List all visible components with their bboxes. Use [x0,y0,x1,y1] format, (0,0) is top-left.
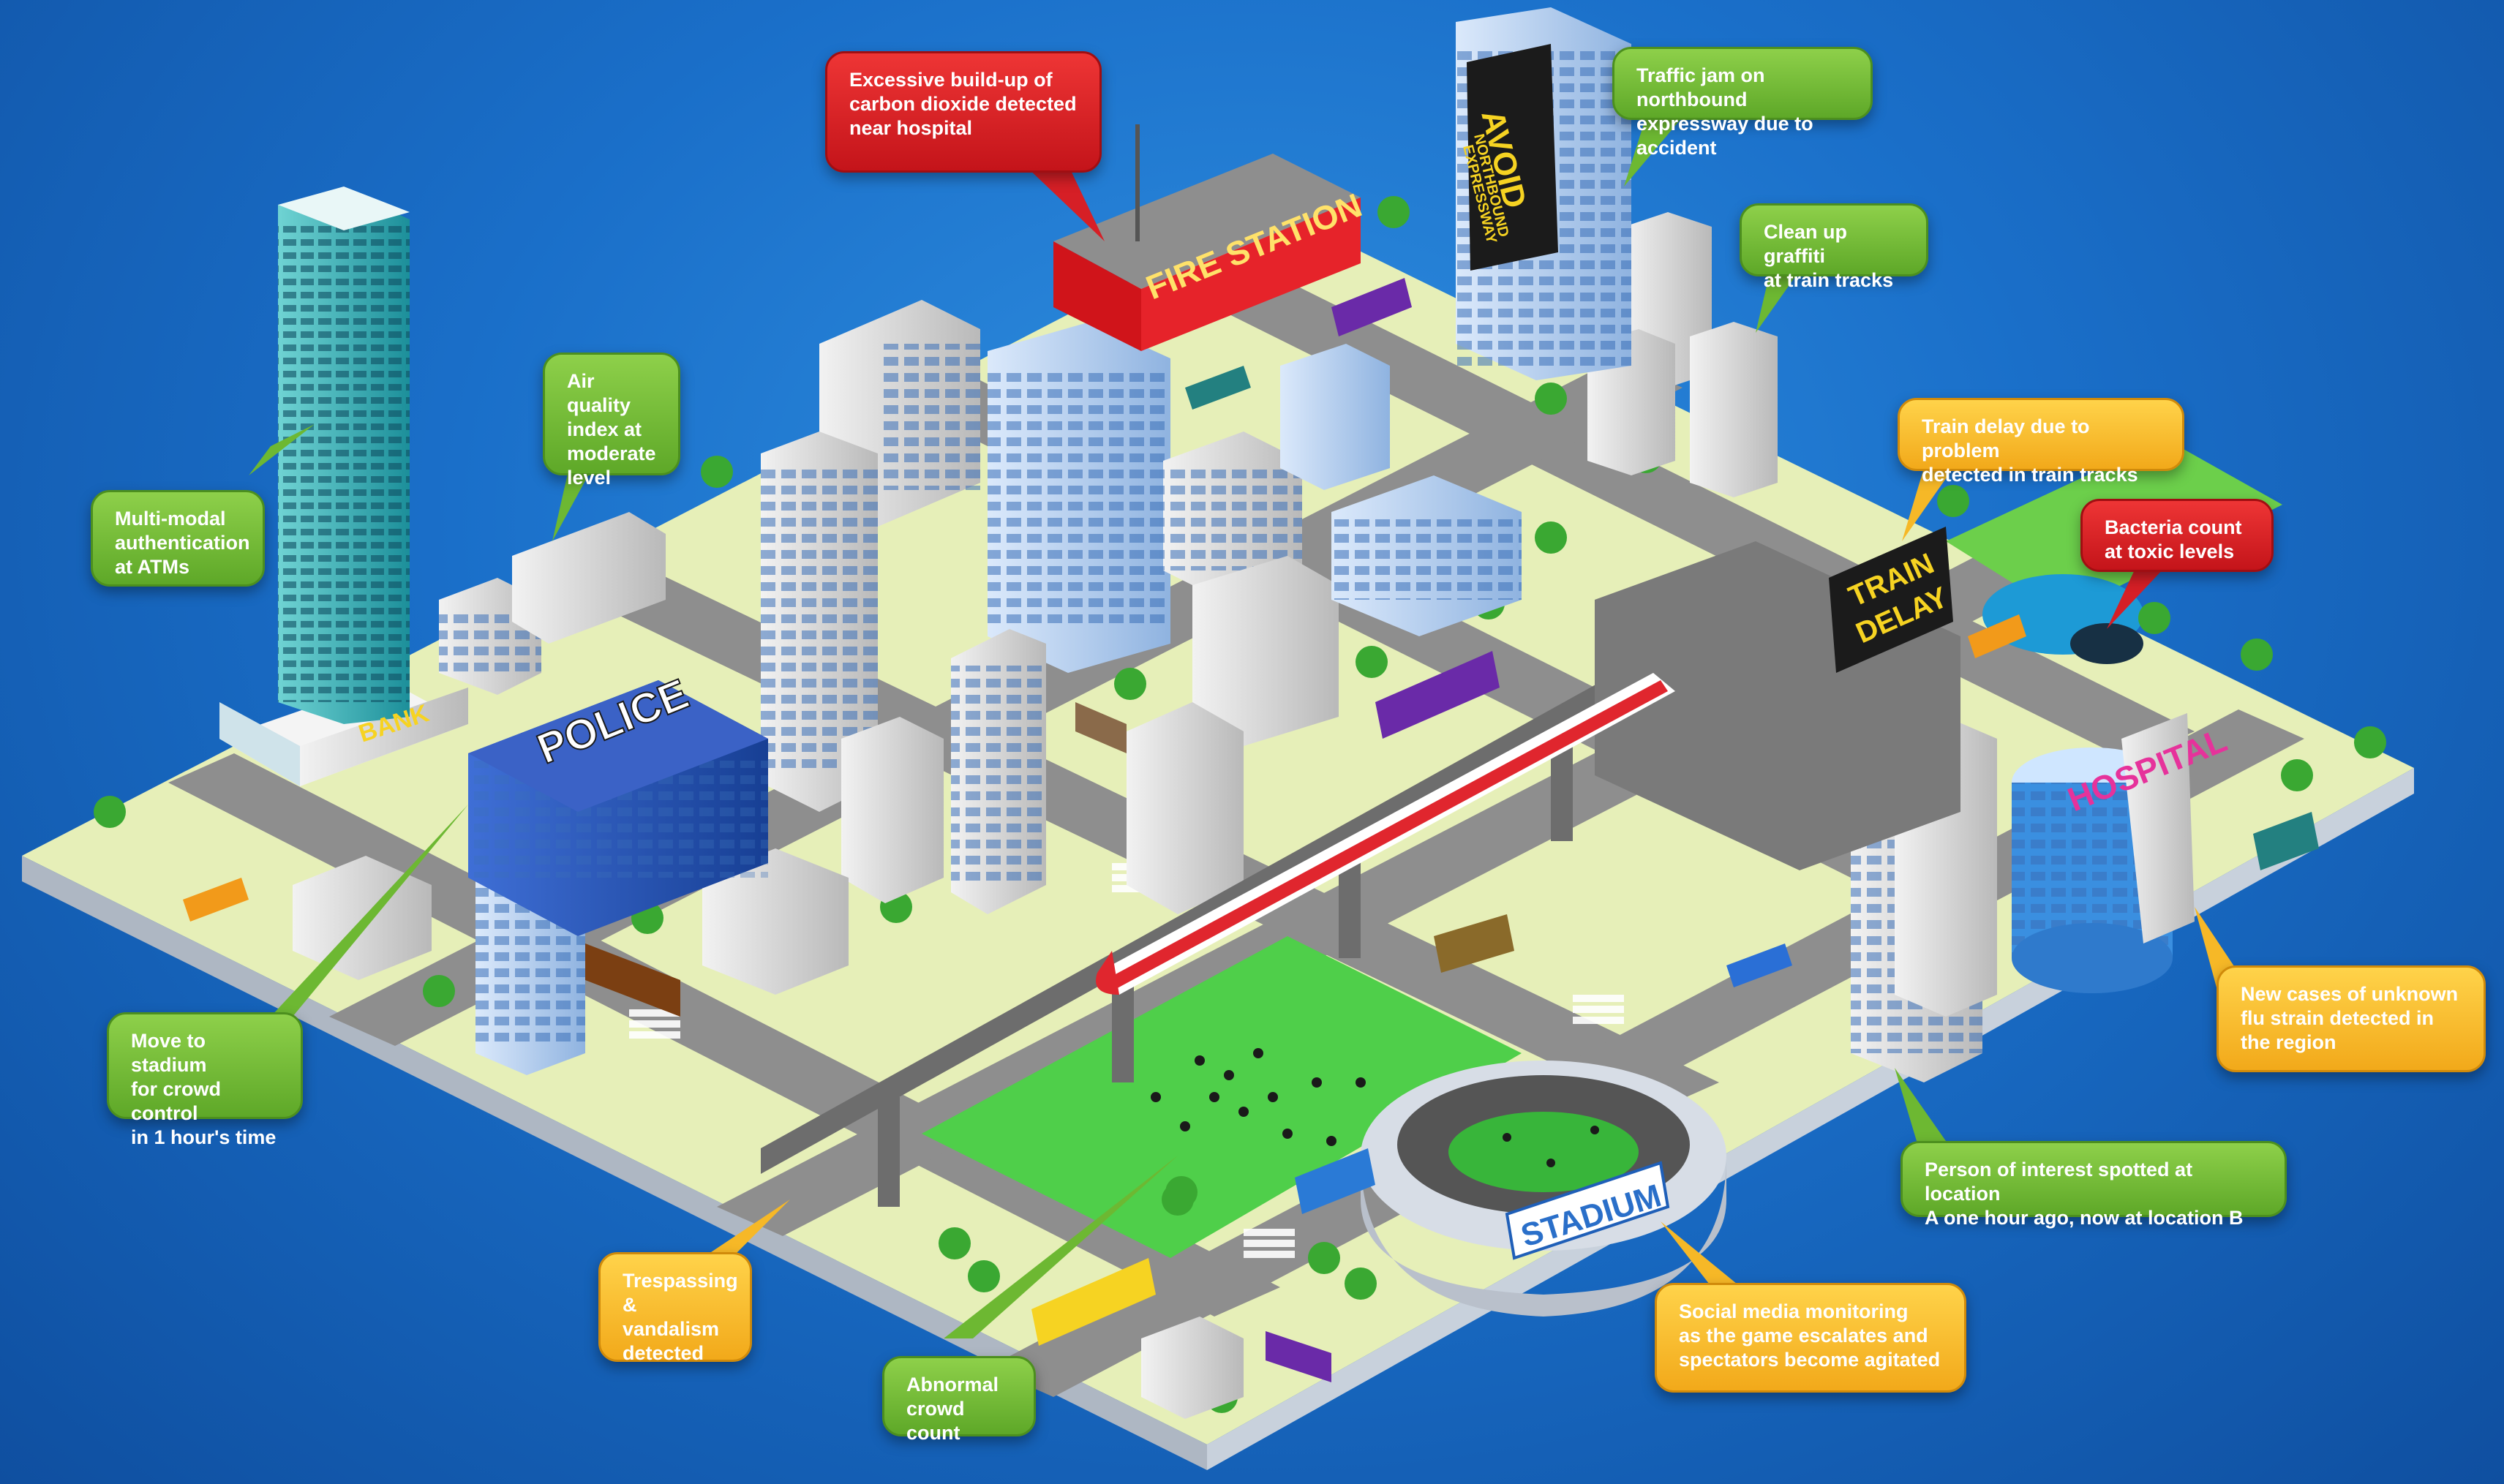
callout-flu: New cases of unknown flu strain detected… [2217,965,2486,1072]
bus-purple [1375,651,1500,739]
callout-social: Social media monitoring as the game esca… [1655,1283,1966,1393]
truck-brown [1075,702,1127,753]
callout-train-delay: Train delay due to problem detected in t… [1898,398,2184,486]
bus-brown [585,943,680,1017]
bank-building: BANK [219,187,468,786]
small-buildings [293,212,1997,1419]
billboard-tower: AVOID NORTHBOUND EXPRESSWAY [1456,7,1631,380]
callout-train-delay-text: Train delay due to problem detected in t… [1922,415,2138,486]
callout-atm-text: Multi-modal authentication at ATMs [115,508,250,578]
callout-co2: Excessive build-up of carbon dioxide det… [825,51,1102,173]
truck-khaki [1434,914,1514,973]
truck-teal [2253,812,2319,870]
bus-yellow [1031,1258,1156,1346]
callout-social-text: Social media monitoring as the game esca… [1679,1300,1941,1371]
car-orange [183,878,249,922]
van-purple-top [1331,278,1412,336]
callout-stadium-move: Move to stadium for crowd control in 1 h… [107,1012,303,1148]
callout-pointers [249,117,2238,1338]
car-orange-lake [1968,614,2026,658]
callout-air-quality-text: Air quality index at moderate level [567,370,656,489]
callout-air-quality: Air quality index at moderate level [543,353,680,489]
callout-graffiti-text: Clean up graffiti at train tracks [1764,221,1894,291]
callout-person-text: Person of interest spotted at location A… [1925,1159,2244,1229]
callout-stadium-move-text: Move to stadium for crowd control in 1 h… [131,1030,277,1148]
callout-flu-text: New cases of unknown flu strain detected… [2241,983,2459,1053]
callout-bacteria: Bacteria count at toxic levels [2080,499,2274,572]
fire-station-building: FIRE STATION [1053,124,1367,351]
toxic-spill [2070,623,2143,664]
vehicles [183,278,2319,1382]
callout-trespass: Trespassing & vandalism detected [598,1252,752,1364]
callout-crowd-text: Abnormal crowd count [906,1374,999,1444]
truck-blue [1295,1148,1375,1214]
car-teal [1185,366,1251,410]
callout-graffiti: Clean up graffiti at train tracks [1740,203,1928,291]
pedestrians [1151,1048,1599,1167]
callout-person: Person of interest spotted at location A… [1900,1141,2287,1229]
callout-crowd: Abnormal crowd count [882,1356,1036,1444]
callout-trespass-text: Trespassing & vandalism detected [623,1270,738,1364]
callout-co2-text: Excessive build-up of carbon dioxide det… [849,69,1077,139]
callout-atm: Multi-modal authentication at ATMs [91,490,265,587]
car-blue [1726,943,1792,987]
callout-bacteria-text: Bacteria count at toxic levels [2105,516,2242,562]
van-purple [1266,1331,1331,1382]
callout-traffic: Traffic jam on northbound expressway due… [1612,47,1873,159]
callout-traffic-text: Traffic jam on northbound expressway due… [1636,64,1813,159]
train [1096,673,1675,995]
